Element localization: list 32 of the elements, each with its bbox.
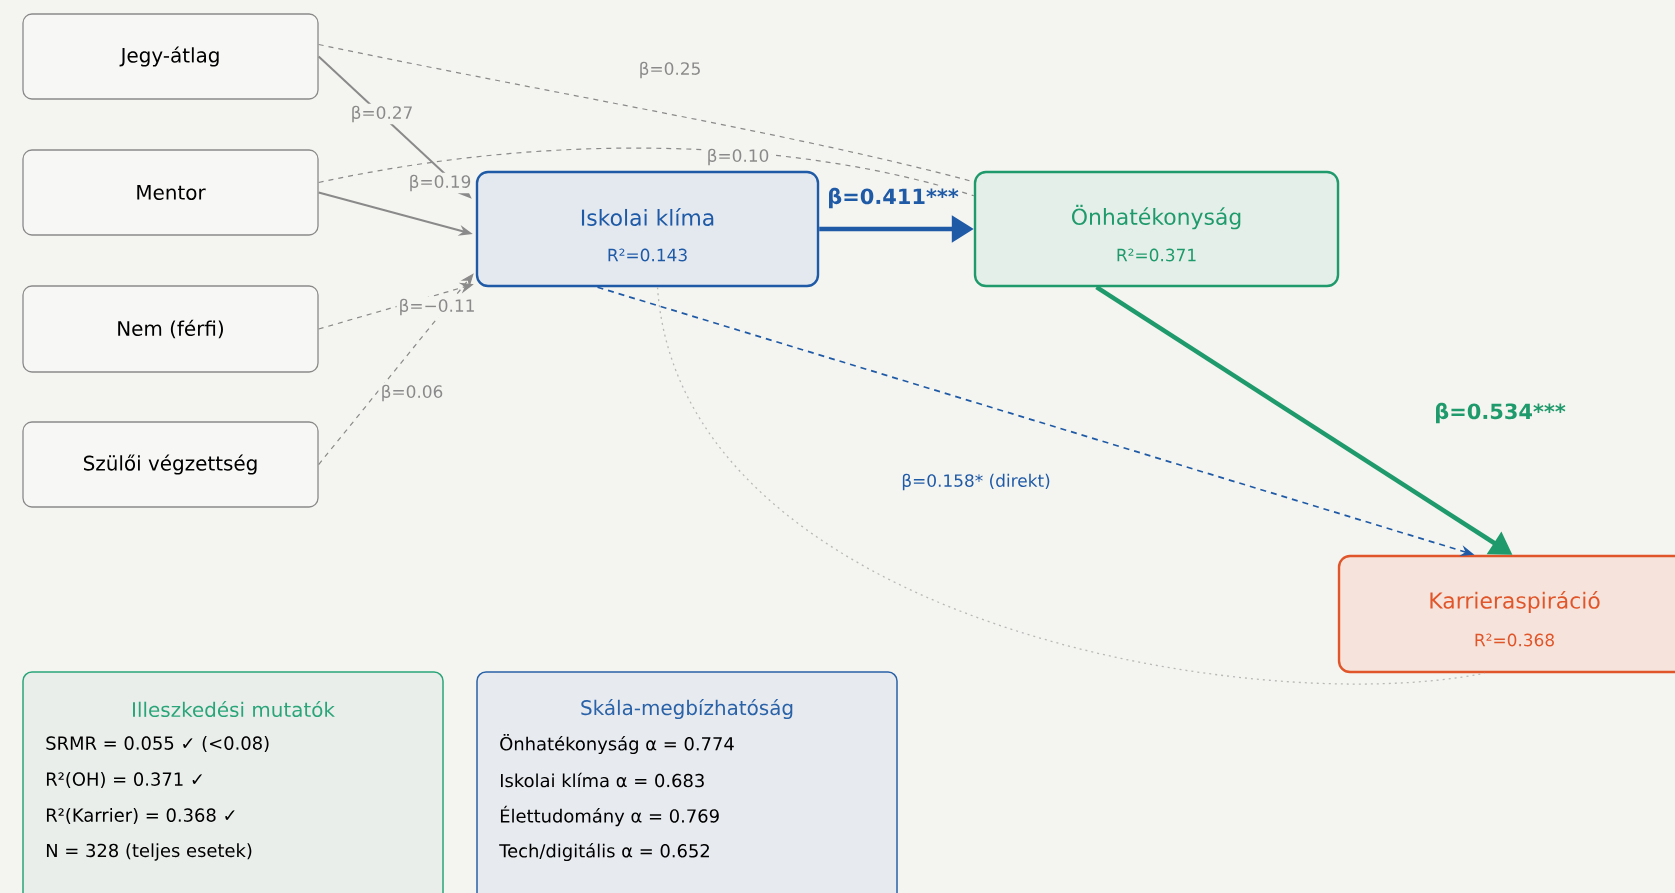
construct-name: Karrieraspiráció <box>1430 590 1600 614</box>
panel-heading: Illeszkedési mutatók <box>133 700 335 718</box>
edge-label: β=0.158* (direkt) <box>899 471 1053 493</box>
info-panel <box>22 671 444 893</box>
construct-box <box>475 170 820 288</box>
variable-box: Mentor <box>22 149 319 236</box>
panel-line: R²(Karrier) = 0.368 ✓ <box>46 808 235 824</box>
panel-heading: Skála-megbízhatóság <box>581 698 793 720</box>
edge-label: β=0.534*** <box>1432 400 1568 426</box>
info-panel <box>476 671 898 893</box>
r-squared-value: R²=0.368 <box>1475 633 1554 647</box>
r-squared-value: R²=0.371 <box>1117 248 1196 262</box>
construct-name: Iskolai klíma <box>581 208 714 226</box>
panel-line: SRMR = 0.055 ✓ (<0.08) <box>46 736 269 752</box>
panel-line: N = 328 (teljes esetek) <box>46 843 252 861</box>
variable-box: Szülői végzettség <box>22 421 319 508</box>
panel-line: Élettudomány α = 0.769 <box>500 805 719 827</box>
edge-label: β=0.411*** <box>825 185 961 211</box>
path-line <box>318 43 971 182</box>
panel-line: R²(OH) = 0.371 ✓ <box>46 772 202 788</box>
panel-line: Iskolai klíma α = 0.683 <box>500 772 704 788</box>
construct-box <box>1337 554 1675 674</box>
panel-line: Tech/digitális α = 0.652 <box>499 842 709 862</box>
path-line <box>318 147 975 197</box>
arrow <box>318 273 474 466</box>
panel-line: Önhatékonyság α = 0.774 <box>500 733 734 755</box>
variable-box: Jegy-átlag <box>22 13 319 100</box>
construct-box <box>973 170 1340 288</box>
r-squared-value: R²=0.143 <box>608 248 687 262</box>
variable-box: Nem (férfi) <box>22 285 319 373</box>
construct-name: Önhatékonyság <box>1072 204 1241 230</box>
path-line <box>656 286 1486 685</box>
